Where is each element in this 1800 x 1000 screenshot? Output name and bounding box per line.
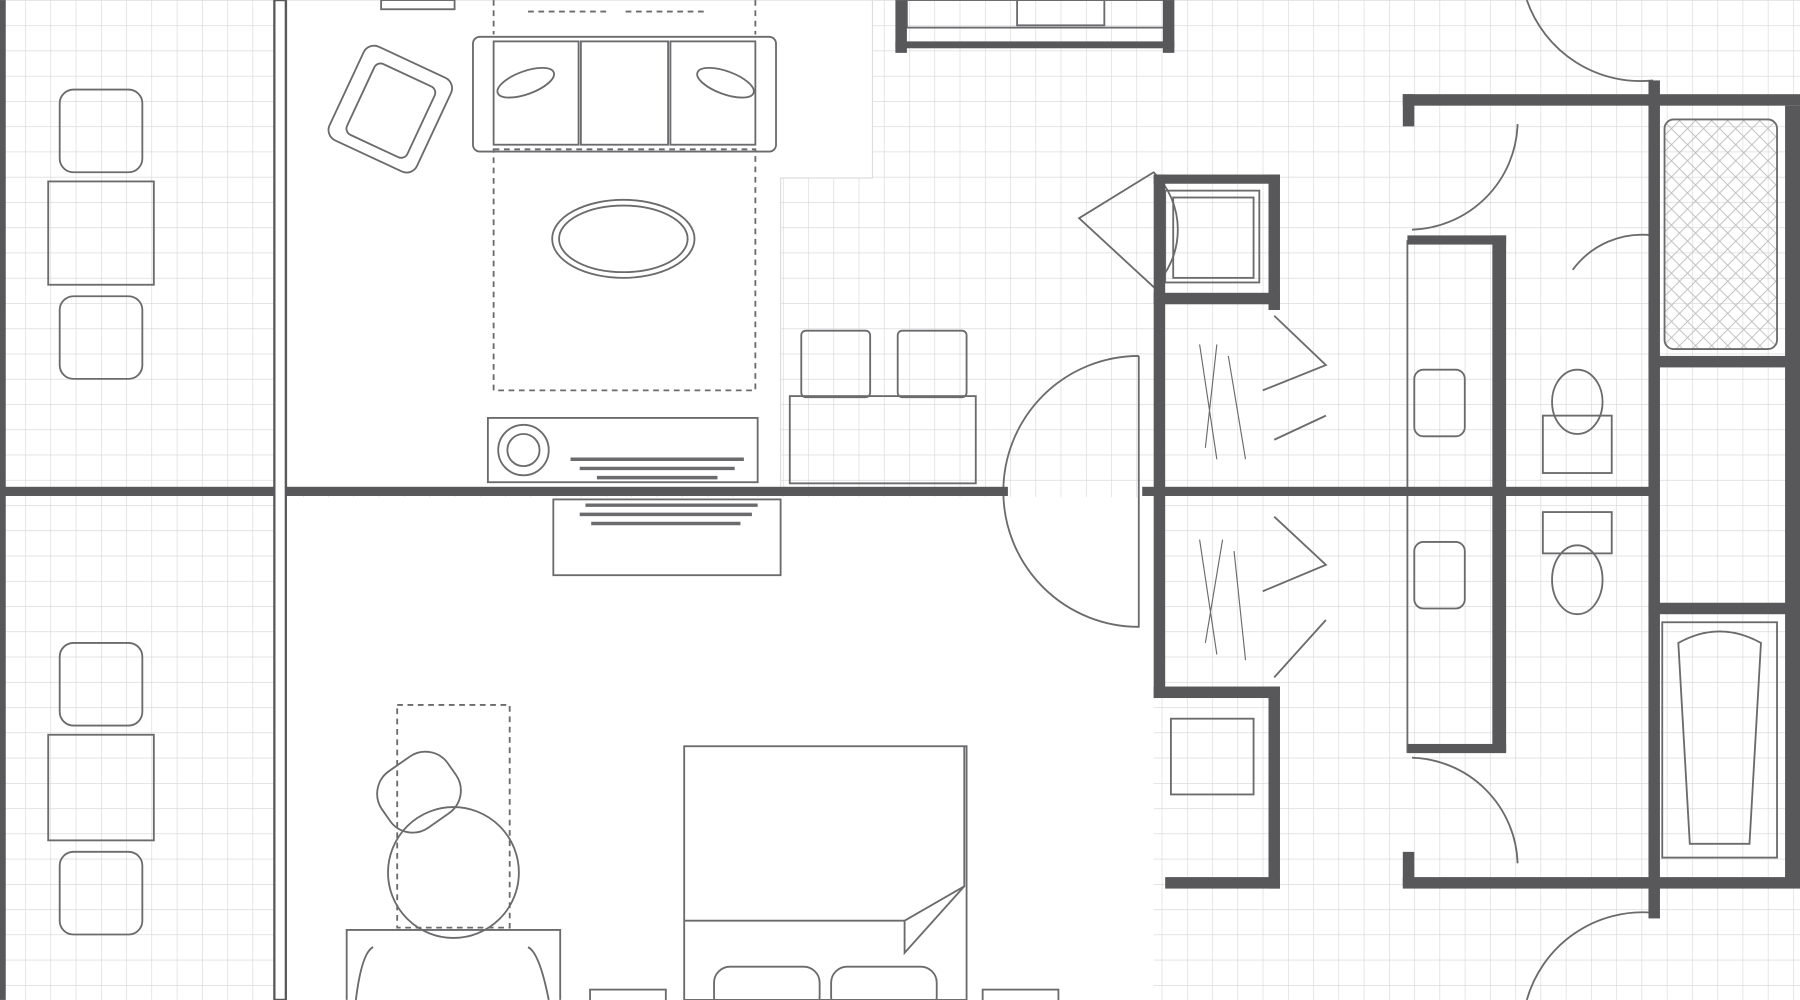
balcony-set-bottom [47,642,155,936]
sink [1413,368,1466,438]
nightstand [589,988,667,1000]
luggage-rack [1170,717,1255,796]
floor-lamp-zone [396,703,511,929]
balcony-set-top [47,88,155,380]
sink [1413,540,1466,610]
closet-doors [1262,315,1328,678]
toilet [1541,368,1613,474]
entry-door-swing [1002,355,1140,628]
bathtub [1661,621,1778,859]
round-table [387,806,520,939]
side-table [380,0,456,11]
shower [1663,118,1778,350]
bath-door-swing [1411,124,1519,231]
lounge-chair [376,750,462,834]
hangers [1199,344,1247,661]
nightstand [981,988,1060,1000]
armchair [327,44,453,174]
exterior-door-swing-lower [1525,911,1654,1000]
toilet [1541,511,1613,616]
sofa [472,35,777,153]
bedroom-floor [286,497,1154,1000]
coffee-table [551,198,696,279]
bedroom-tv-console [552,498,782,577]
tv-console [486,417,759,484]
bedroom-desk [345,928,562,1000]
rug [492,148,757,392]
exterior-door-swing [1525,0,1654,82]
bath-door-swing-lower [1411,756,1519,864]
desk-with-chairs [788,329,977,485]
